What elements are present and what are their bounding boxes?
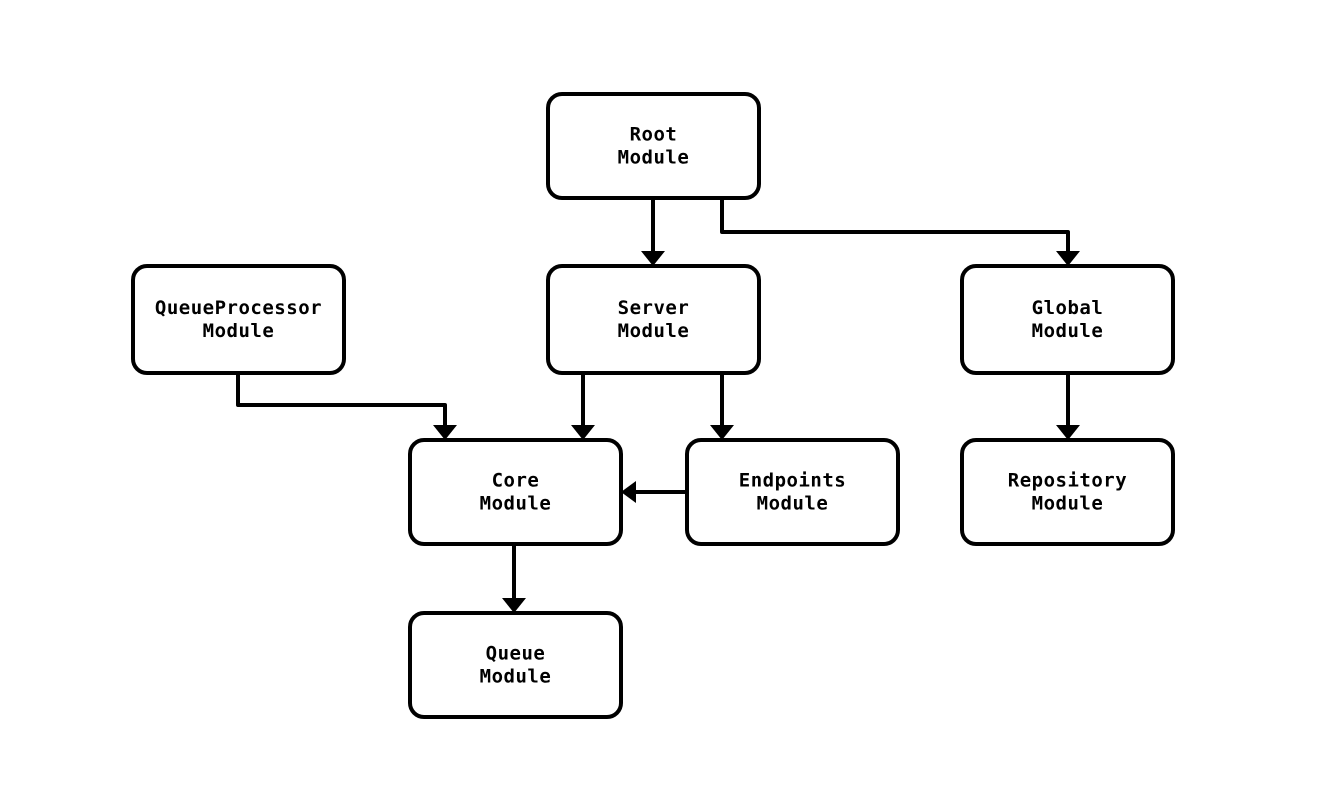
node-box[interactable]: [546, 264, 761, 375]
node-label-line2: Module: [1032, 320, 1104, 342]
edge-root-to-global: [720, 198, 1080, 266]
edge-root-to-server: [641, 198, 665, 266]
edge-server-to-endpoints: [710, 373, 734, 440]
node-label-line2: Module: [203, 320, 275, 342]
edge-line: [236, 373, 447, 427]
node-label-line1: QueueProcessor: [155, 297, 322, 319]
edge-endpoints-to-core: [621, 481, 687, 503]
arrowhead-icon: [641, 251, 665, 266]
node-label-line2: Module: [480, 493, 552, 515]
edges-layer: [236, 198, 1080, 613]
arrowhead-icon: [1056, 251, 1080, 266]
node-label-line1: Global: [1032, 297, 1104, 319]
node-box[interactable]: [131, 264, 346, 375]
node-box[interactable]: [408, 438, 623, 546]
arrowhead-icon: [1056, 425, 1080, 440]
node-box[interactable]: [408, 611, 623, 719]
edge-server-to-core: [571, 373, 595, 440]
node-label-line2: Module: [1032, 493, 1104, 515]
node-label-line2: Module: [618, 147, 690, 169]
node-label-line1: Core: [492, 470, 540, 492]
node-label-line2: Module: [618, 320, 690, 342]
node-label-line1: Server: [618, 297, 690, 319]
arrowhead-icon: [571, 425, 595, 440]
edge-core-to-queue: [502, 544, 526, 613]
arrowhead-icon: [710, 425, 734, 440]
node-label-line1: Repository: [1008, 470, 1127, 492]
node-box[interactable]: [685, 438, 900, 546]
node-label-line1: Endpoints: [739, 470, 846, 492]
node-box[interactable]: [960, 438, 1175, 546]
edge-line: [720, 198, 1070, 253]
node-label-line1: Root: [630, 124, 678, 146]
edge-global-to-repository: [1056, 373, 1080, 440]
edge-queueprocessor-to-core: [236, 373, 457, 440]
node-label-line2: Module: [757, 493, 829, 515]
node-label-line1: Queue: [486, 643, 546, 665]
arrowhead-icon: [621, 481, 636, 503]
node-label-line2: Module: [480, 666, 552, 688]
arrowhead-icon: [502, 598, 526, 613]
nodes-layer: RootModuleQueueProcessorModuleServerModu…: [131, 92, 1175, 719]
node-box[interactable]: [546, 92, 761, 200]
node-box[interactable]: [960, 264, 1175, 375]
arrowhead-icon: [433, 425, 457, 440]
